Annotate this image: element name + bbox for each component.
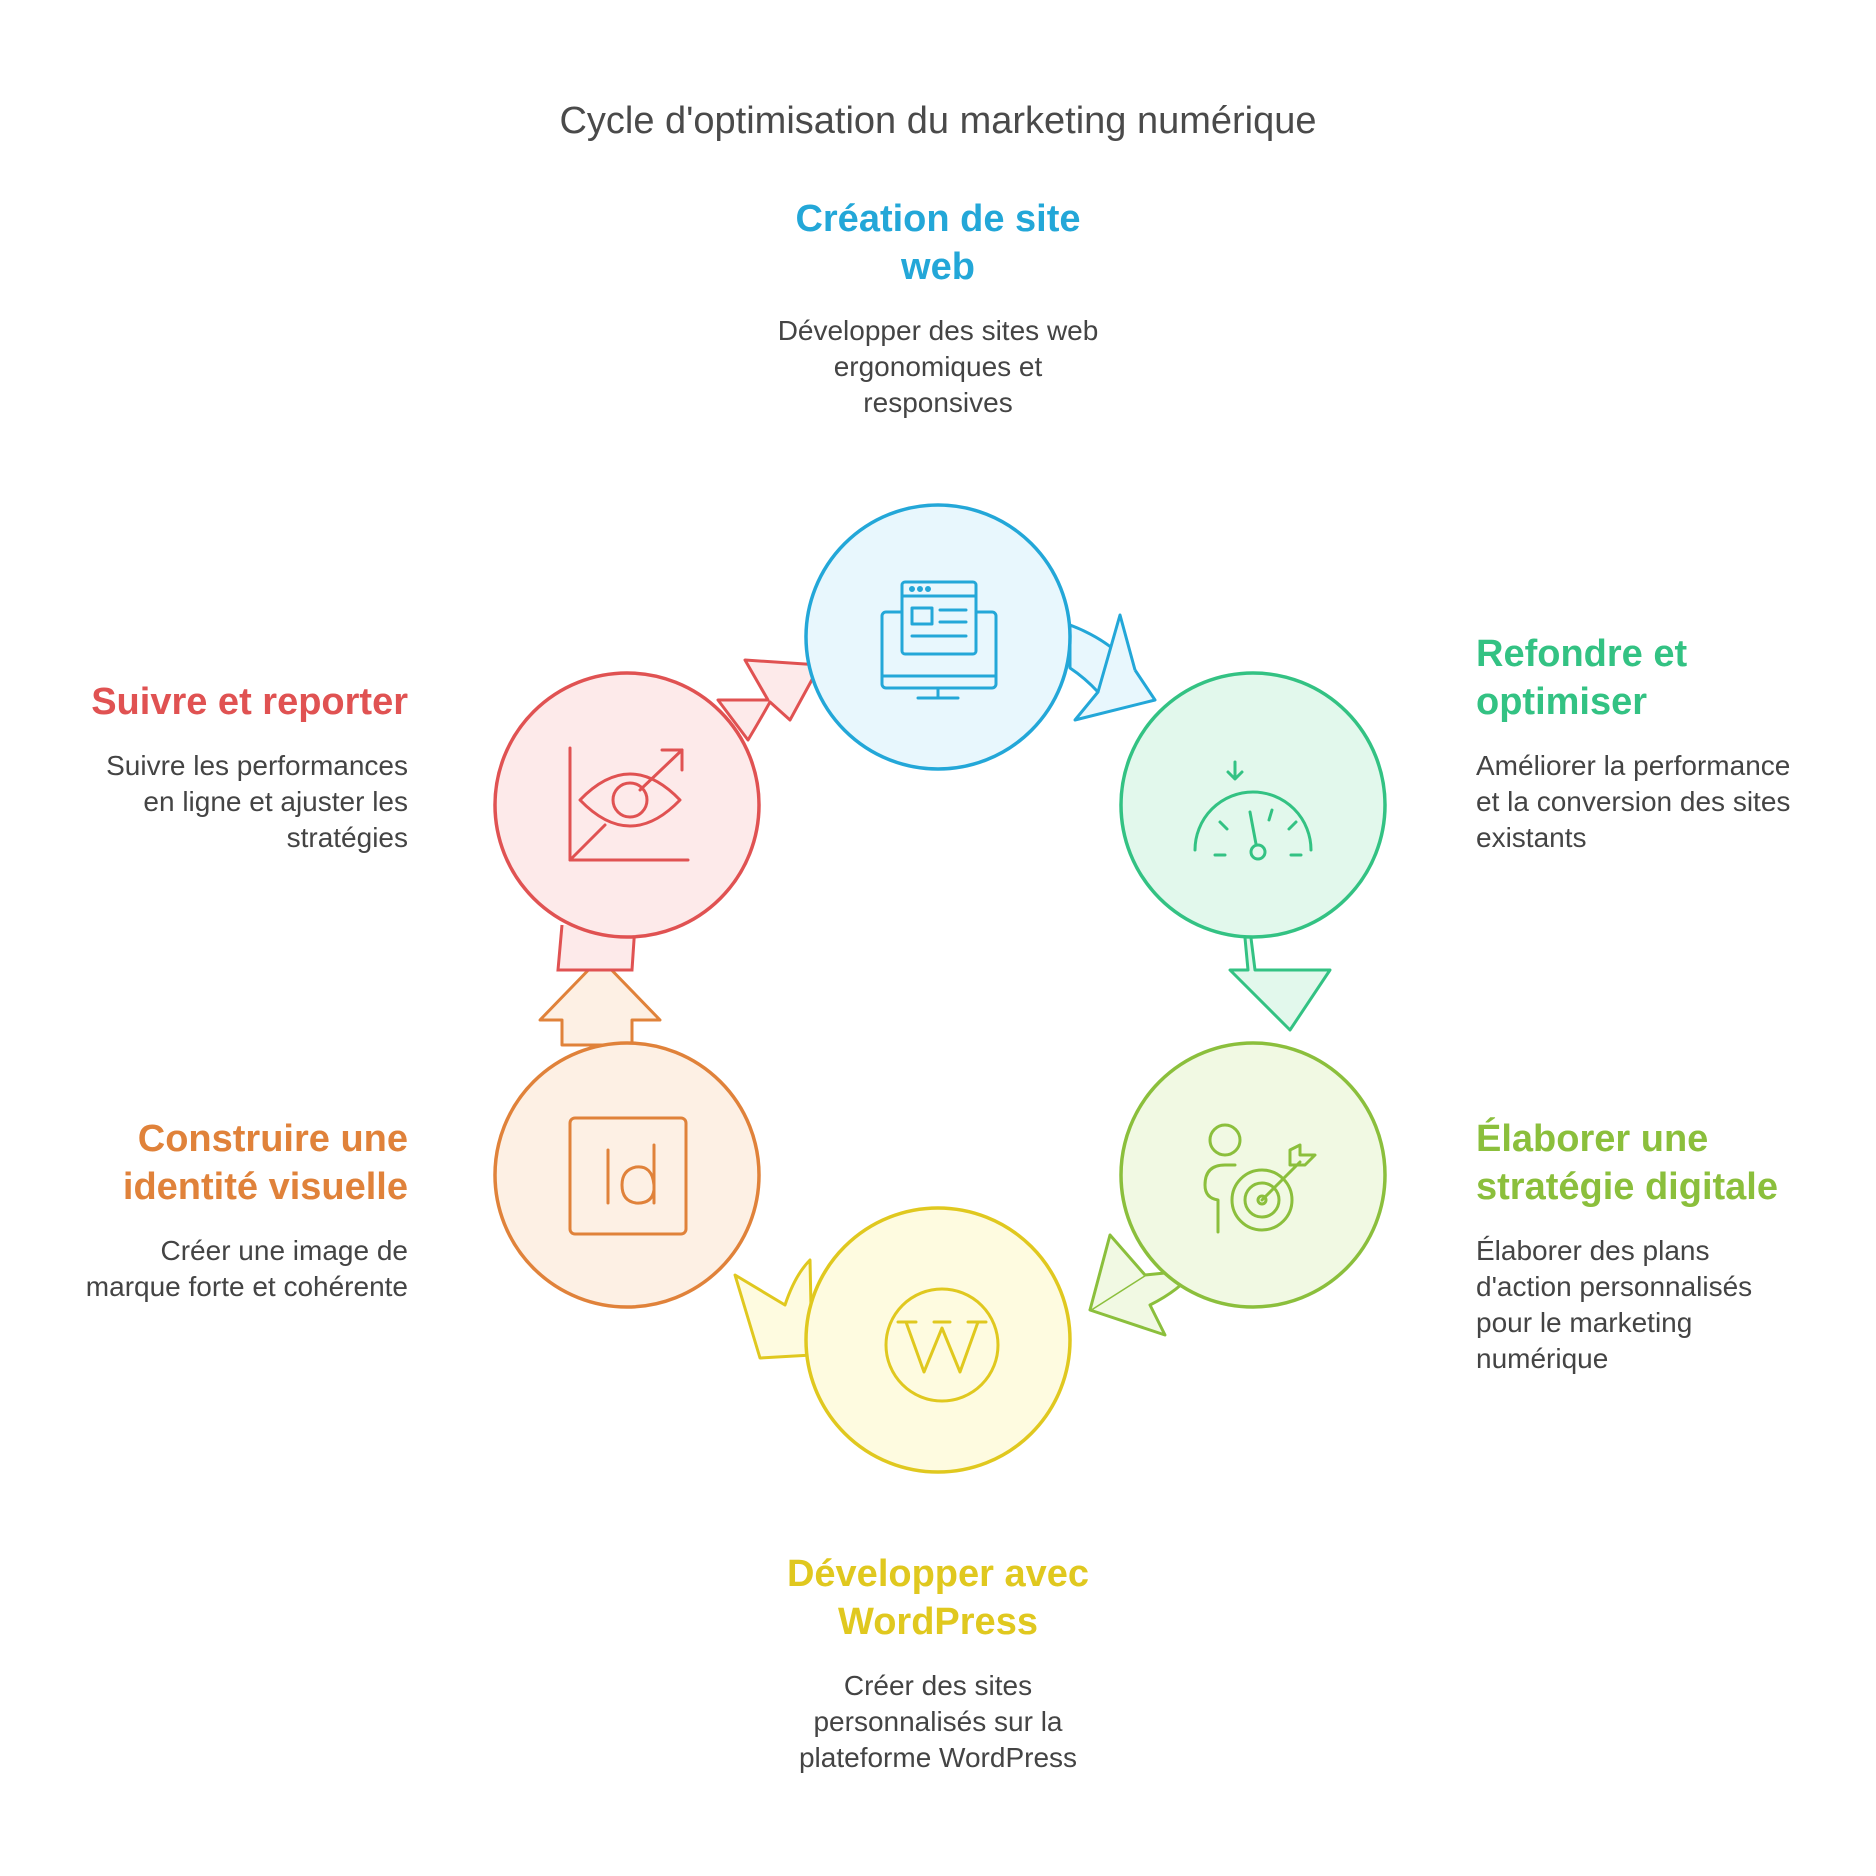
speedometer-icon — [1193, 760, 1313, 861]
circle-suivre — [493, 671, 761, 939]
circle-identite — [493, 1041, 761, 1309]
arrow-suivre-to-creation — [716, 658, 822, 742]
analytics-eye-icon — [568, 746, 690, 862]
person-target-icon — [1203, 1123, 1317, 1234]
diagram-title: Cycle d'optimisation du marketing numéri… — [559, 100, 1317, 142]
browser-window-icon — [880, 580, 998, 700]
indesign-icon — [568, 1116, 688, 1236]
wordpress-icon — [884, 1287, 1000, 1403]
arrow-refondre-to-strategie — [1228, 928, 1332, 1032]
circle-refondre — [1119, 671, 1387, 939]
circle-strategie — [1119, 1041, 1387, 1309]
arrow-wordpress-to-identite — [733, 1258, 814, 1360]
stage-suivre: Suivre et reporter Suivre les performanc… — [20, 678, 408, 856]
stage-title: Suivre et reporter — [91, 681, 408, 723]
arrow-identite-to-suivre — [538, 956, 662, 1047]
